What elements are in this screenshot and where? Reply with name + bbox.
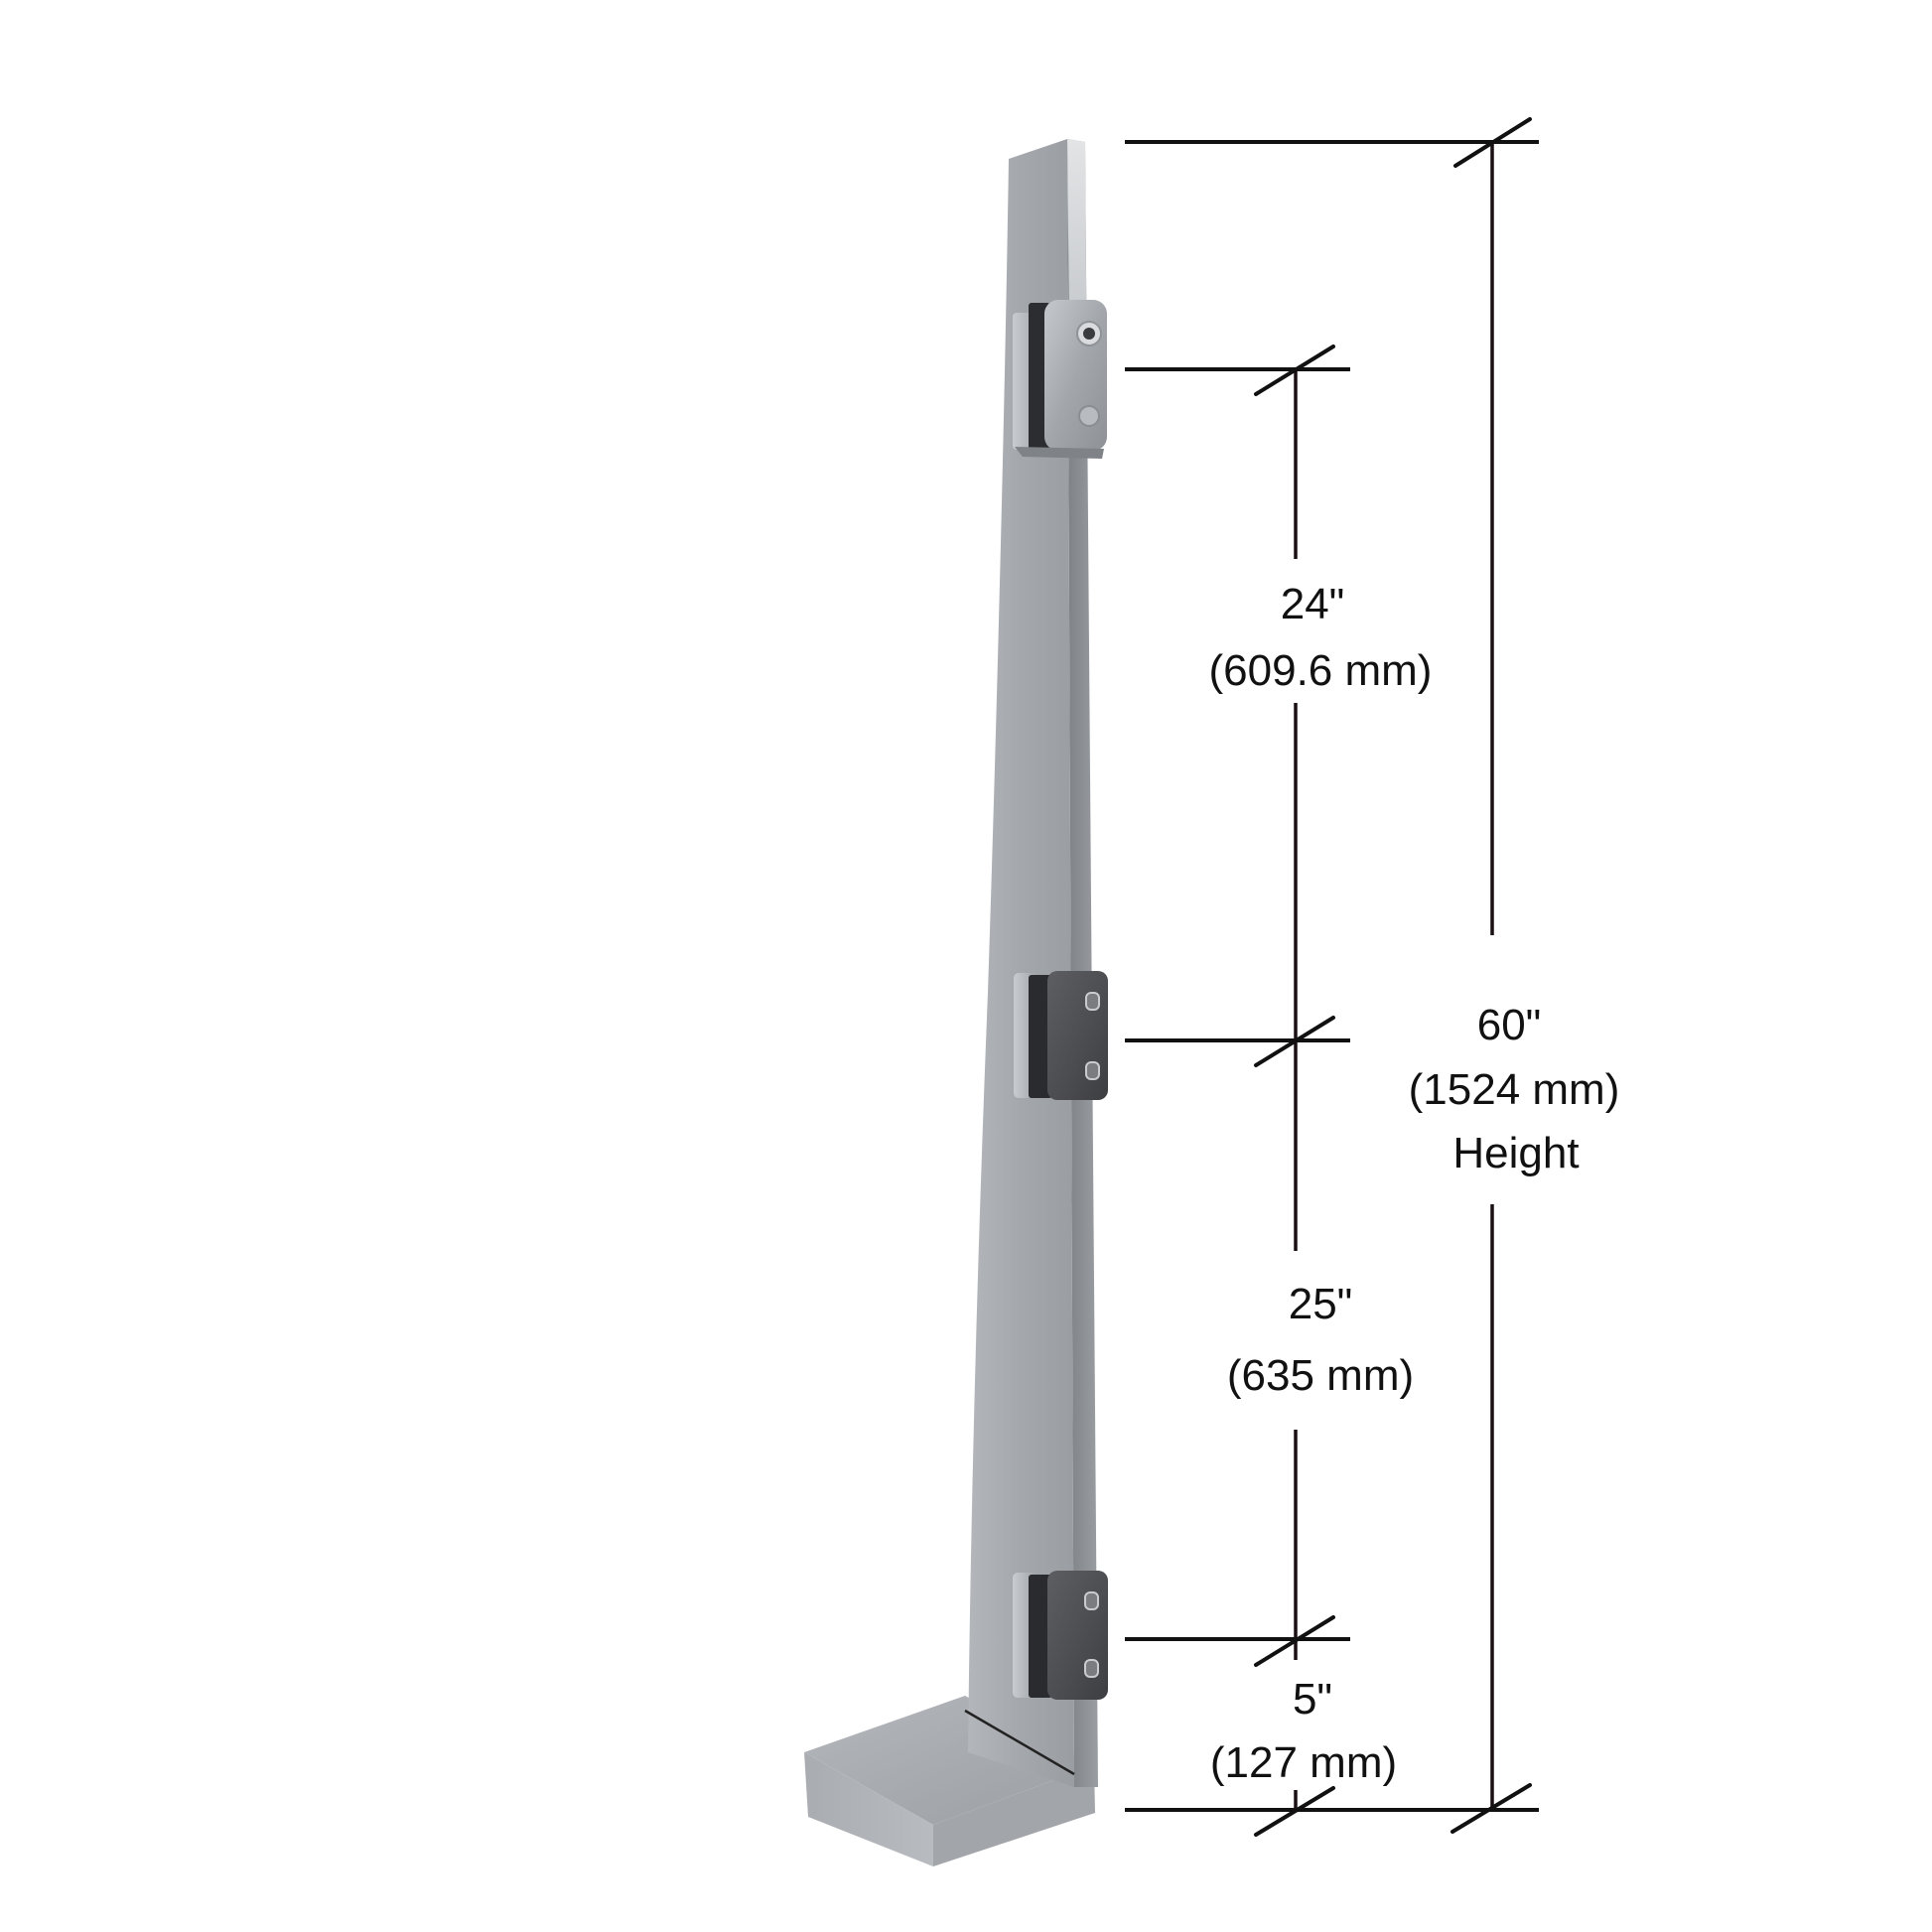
screw-icon (1085, 992, 1100, 1011)
top-clamp (1013, 300, 1107, 459)
tick-mark (1450, 1783, 1532, 1834)
top-spacing-mm: (609.6 mm) (1209, 646, 1433, 695)
middle-clamp (1014, 971, 1108, 1100)
post-base-seam (964, 1709, 1075, 1776)
bottom-clamp-gasket (1029, 1575, 1052, 1698)
screw-icon (1084, 1591, 1099, 1610)
screw-icon (1084, 1659, 1099, 1678)
tick-mark (1453, 117, 1532, 168)
top-spacing-inches: 24" (1281, 580, 1345, 628)
overall-height-mm: (1524 mm) (1409, 1065, 1620, 1114)
base-plate-left-face (804, 1752, 933, 1866)
bottom-clamp (1013, 1571, 1108, 1700)
post-front-face (968, 139, 1074, 1787)
clamp-spacing-dimensions: 24" (609.6 mm) 25" (635 mm) 5" (127 mm) (1125, 345, 1433, 1837)
middle-spacing-mm: (635 mm) (1227, 1351, 1414, 1400)
middle-clamp-gasket (1029, 975, 1052, 1098)
bottom-clamp-front-plate (1047, 1571, 1108, 1700)
overall-height-label: Height (1452, 1129, 1579, 1177)
overall-height-inches: 60" (1477, 1001, 1542, 1049)
post-side-face (1067, 139, 1098, 1787)
screw-icon (1078, 405, 1100, 427)
base-plate-right-face (933, 1765, 1095, 1866)
overall-height-dimension: 60" (1524 mm) Height (1125, 117, 1620, 1834)
bottom-offset-inches: 5" (1293, 1675, 1332, 1724)
middle-spacing-inches: 25" (1289, 1280, 1353, 1328)
bottom-offset-mm: (127 mm) (1210, 1738, 1397, 1787)
middle-clamp-front-plate (1047, 971, 1108, 1100)
post (964, 139, 1098, 1787)
top-clamp-front-plate (1044, 300, 1107, 451)
screw-icon (1085, 1061, 1100, 1080)
